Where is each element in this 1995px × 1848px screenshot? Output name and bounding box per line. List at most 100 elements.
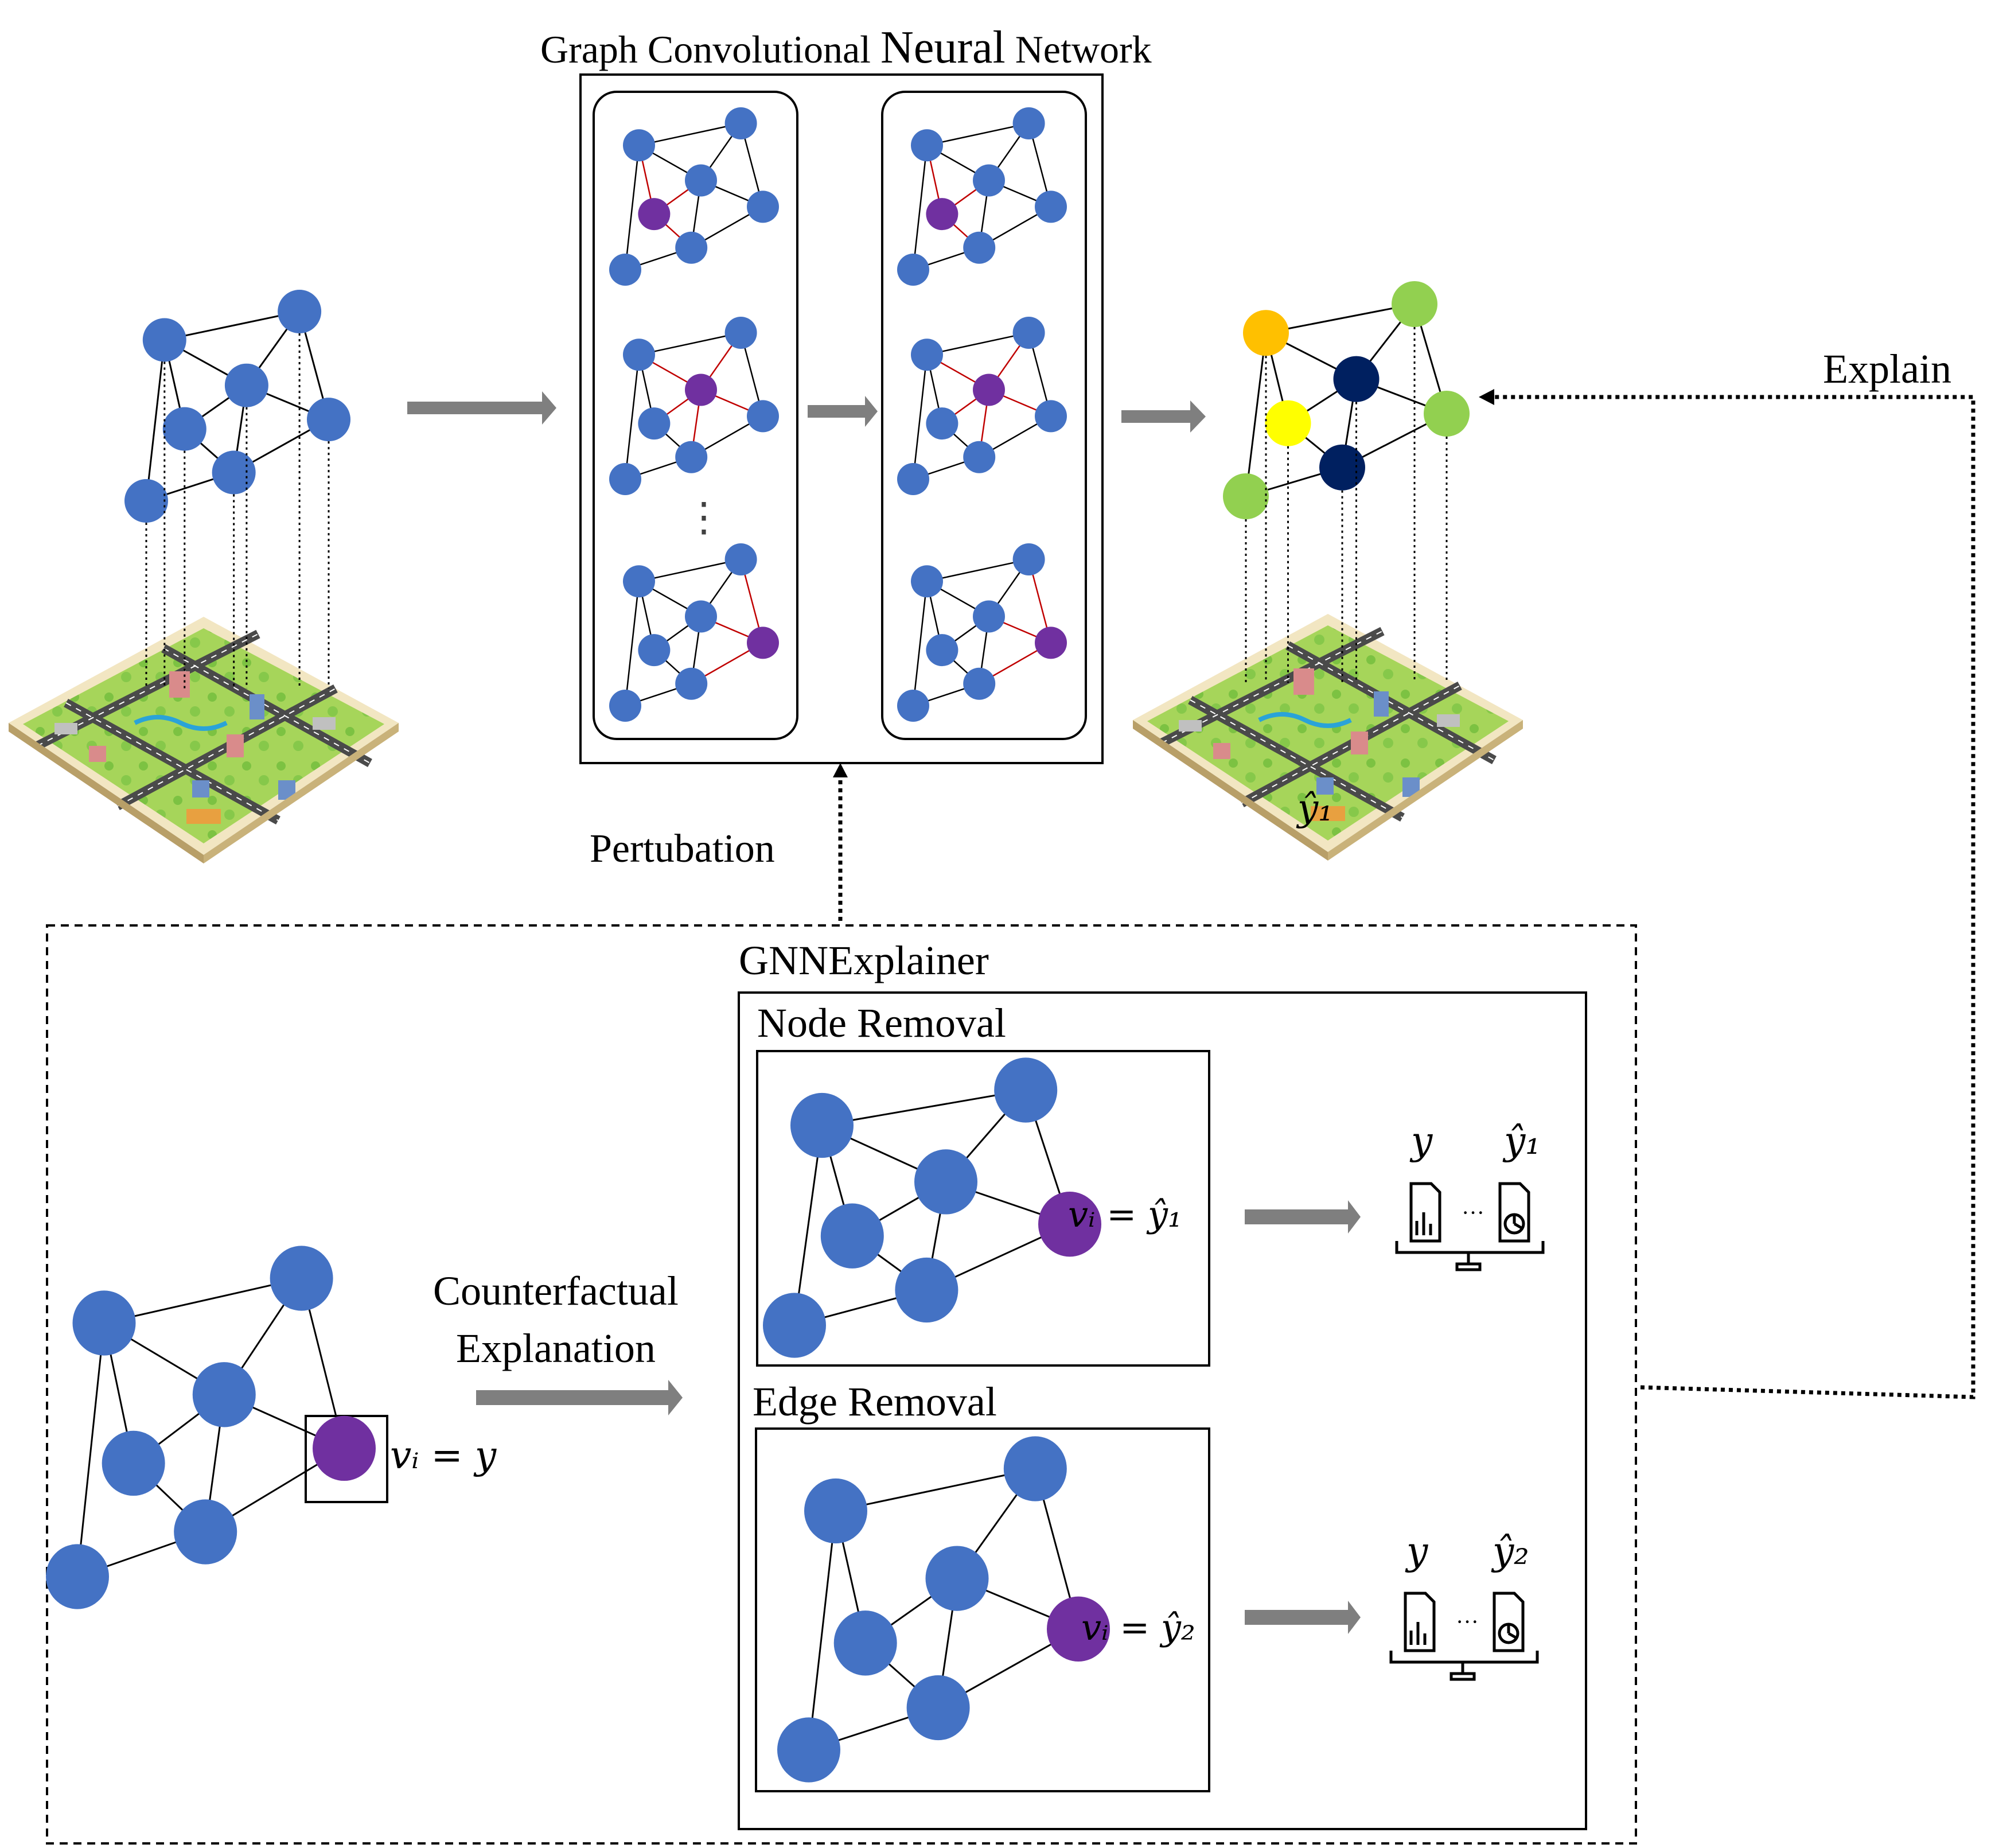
output-city-map-icon — [1133, 614, 1523, 861]
gnnexplainer-title: GNNExplainer — [739, 937, 989, 983]
pie-chart-doc-icon — [1493, 1592, 1525, 1652]
graph-node — [623, 339, 655, 371]
graph-node — [1038, 1192, 1101, 1257]
graph-node — [1424, 390, 1470, 437]
graph-edge — [624, 581, 640, 706]
arrow-input-to-gcn — [407, 391, 556, 425]
graph-node — [675, 441, 708, 473]
graph-node — [1012, 317, 1045, 349]
explain-arrowhead — [1479, 389, 1494, 405]
graph-node — [963, 667, 996, 700]
scale-balance-icon — [1395, 1241, 1545, 1271]
graph-edge — [164, 310, 300, 341]
graph-node — [685, 600, 717, 633]
graph-node — [790, 1092, 854, 1158]
ellipsis-edge-compare: ··· — [1456, 1609, 1479, 1635]
graph-node — [777, 1717, 840, 1783]
graph-layer — [46, 107, 1470, 1783]
graph-edge — [145, 340, 166, 501]
graph-node — [926, 198, 958, 231]
gcn-outer-box — [579, 73, 1104, 764]
gcn-title: Graph Convolutional Neural Network — [540, 22, 1152, 74]
graph-node — [278, 290, 322, 333]
graph-node — [1012, 107, 1045, 139]
graph-node — [307, 398, 350, 442]
feedback-dotted-arrows — [838, 395, 1975, 1399]
arrow-layer1-to-layer2 — [808, 396, 878, 427]
graph-edge — [808, 1511, 837, 1750]
graph-node — [1265, 400, 1311, 446]
y-label-edge: y — [1406, 1529, 1428, 1573]
graph-node — [911, 129, 943, 162]
output-prediction-label: ŷ₁ — [1297, 787, 1333, 830]
graph-node — [724, 317, 757, 349]
graph-node — [926, 634, 958, 667]
graph-node — [212, 450, 256, 495]
bar-chart-doc-icon — [1404, 1592, 1436, 1652]
counterfactual-line-2: Explanation — [455, 1325, 656, 1371]
graph-node — [973, 164, 1005, 197]
graph-edge — [624, 355, 640, 480]
gcn-layer1-box — [593, 91, 798, 740]
graph-node — [1047, 1596, 1110, 1662]
node-removal-graph — [763, 1057, 1101, 1358]
graph-edge — [104, 1277, 302, 1324]
explain-label: Explain — [1823, 346, 1951, 392]
counterfactual-label: Counterfactual Explanation — [433, 1262, 679, 1377]
graph-node — [1012, 543, 1045, 575]
graph-node — [925, 1546, 989, 1611]
gnnexplainer-box — [738, 991, 1587, 1830]
graph-edge — [912, 145, 928, 270]
graph-node — [897, 690, 929, 722]
graph-node — [224, 363, 268, 407]
graph-edge — [793, 1125, 823, 1326]
perturbation-arrowhead — [833, 763, 848, 777]
graph-node — [763, 1293, 826, 1358]
graph-node — [638, 634, 671, 667]
yhat2-label-edge: ŷ₂ — [1493, 1529, 1529, 1573]
graph-node — [609, 690, 641, 722]
gcn-layer2-graph-1 — [897, 107, 1067, 286]
graph-node — [963, 441, 996, 473]
graph-edge — [912, 355, 928, 480]
graph-node — [102, 1430, 165, 1496]
graph-node — [675, 231, 708, 264]
counterfactual-line-1: Counterfactual — [433, 1268, 679, 1314]
graph-edge — [638, 122, 741, 146]
graph-node — [994, 1057, 1058, 1123]
graph-node — [914, 1149, 977, 1215]
graph-node — [911, 565, 943, 598]
report-compare-icon — [1389, 1592, 1539, 1681]
graph-edge — [638, 332, 741, 356]
graph-node — [747, 627, 779, 659]
arrow-gcn-to-output — [1121, 400, 1206, 433]
edge-removal-title: Edge Removal — [753, 1379, 997, 1425]
graph-edge — [638, 558, 741, 582]
gcn-layer2-box — [881, 91, 1087, 740]
gcn-title-post: Network — [1005, 28, 1152, 71]
vi-equals-yhat2-label: vᵢ = ŷ₂ — [1081, 1606, 1195, 1648]
graph-node — [623, 129, 655, 162]
yhat1-label-node: ŷ₁ — [1504, 1119, 1541, 1163]
graph-node — [1243, 310, 1289, 356]
graph-edge — [624, 145, 640, 270]
ellipsis-node-compare: ··· — [1462, 1200, 1484, 1225]
graph-edge — [912, 581, 928, 706]
graph-edge — [926, 122, 1029, 146]
graph-node — [747, 400, 779, 433]
vi-equals-yhat1-label: vᵢ = ŷ₁ — [1068, 1193, 1182, 1235]
graph-edge — [926, 332, 1029, 356]
report-compare-icon — [1395, 1182, 1545, 1271]
explain-arrow — [1491, 395, 1975, 1399]
graph-node — [897, 254, 929, 286]
gcn-layer2-graph-3 — [897, 543, 1067, 722]
node-removal-box — [756, 1050, 1210, 1367]
graph-node — [820, 1203, 884, 1269]
graph-edge — [835, 1468, 1036, 1512]
scale-balance-icon — [1389, 1651, 1539, 1681]
graph-node — [973, 600, 1005, 633]
graph-node — [192, 1362, 256, 1427]
gcn-title-mid: Neural — [880, 22, 1006, 73]
edge-removal-box — [755, 1427, 1210, 1792]
y-label-node: y — [1411, 1119, 1433, 1163]
